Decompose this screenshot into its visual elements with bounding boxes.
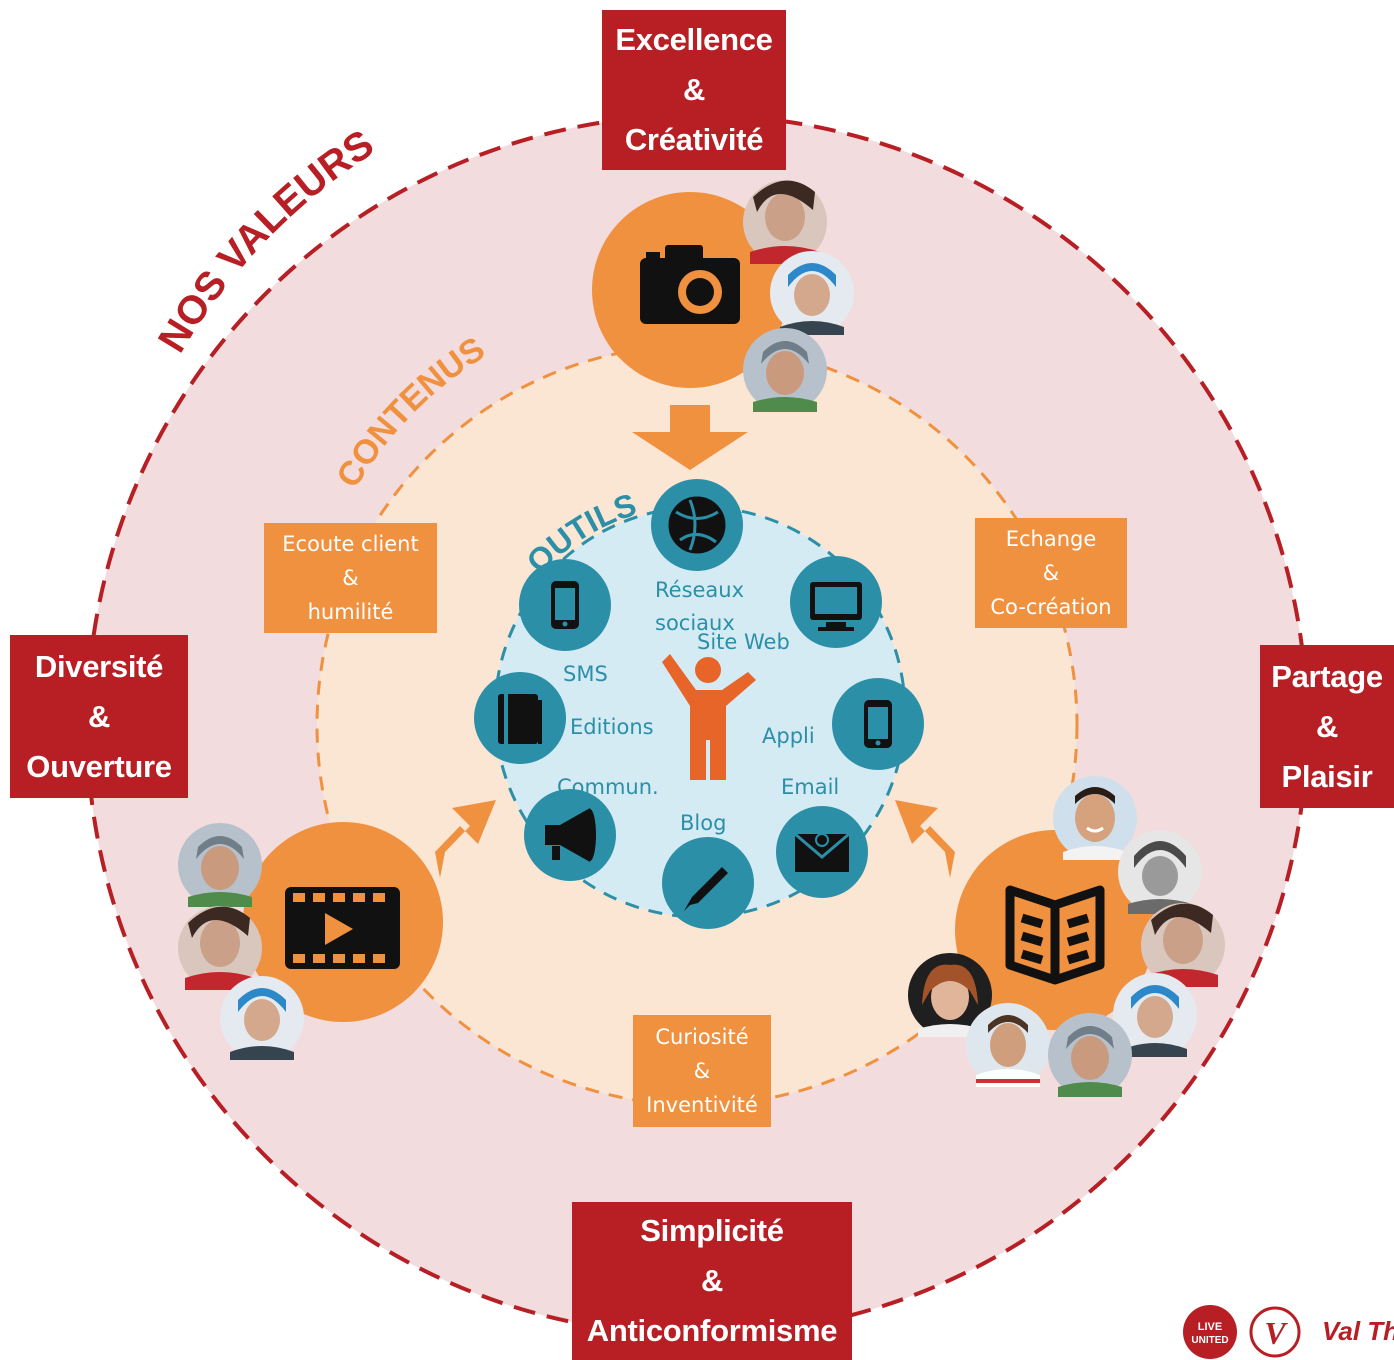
book-icon bbox=[498, 694, 542, 744]
content-right-box: Echange & Co-création bbox=[975, 518, 1127, 628]
logo-letter: V bbox=[1264, 1315, 1288, 1351]
globe-icon bbox=[668, 496, 726, 554]
content-left-line3: humilité bbox=[307, 600, 394, 624]
brand-logo: LIVE UNITED V bbox=[1183, 1305, 1301, 1359]
blog-tool bbox=[662, 837, 754, 929]
value-top-line1: Excellence bbox=[615, 22, 773, 57]
person-icon bbox=[662, 654, 756, 780]
avatar bbox=[743, 328, 827, 412]
camera-node bbox=[592, 192, 788, 388]
value-bottom-line3: Anticonformisme bbox=[586, 1313, 838, 1348]
arrow-upright-icon bbox=[435, 800, 496, 878]
value-top-line2: & bbox=[682, 72, 706, 107]
arrow-down-icon bbox=[632, 405, 748, 470]
sms-tool bbox=[519, 559, 611, 651]
appli-tool bbox=[832, 678, 924, 770]
content-left-box: Ecoute client & humilité bbox=[264, 523, 437, 633]
value-left-line2: & bbox=[87, 698, 111, 734]
badge-line2: UNITED bbox=[1191, 1335, 1228, 1346]
badge-line1: LIVE bbox=[1198, 1321, 1222, 1333]
content-left-line2: & bbox=[342, 566, 359, 590]
arrow-upleft-icon bbox=[895, 800, 955, 878]
content-right-line3: Co-création bbox=[990, 595, 1112, 619]
smartphone-icon bbox=[864, 700, 892, 748]
label-commun: Commun. bbox=[557, 775, 659, 799]
label-sms: SMS bbox=[563, 662, 608, 686]
pencil-icon bbox=[684, 867, 728, 911]
content-bottom-line3: Inventivité bbox=[646, 1093, 758, 1117]
content-bottom-box: Curiosité & Inventivité bbox=[633, 1015, 771, 1127]
value-right-line1: Partage bbox=[1271, 658, 1383, 694]
video-node bbox=[243, 822, 443, 1022]
open-book-icon bbox=[1005, 885, 1105, 985]
monitor-tool bbox=[790, 556, 882, 648]
label-appli: Appli bbox=[762, 724, 815, 748]
value-right-line3: Plaisir bbox=[1281, 758, 1373, 794]
avatar bbox=[1113, 973, 1197, 1057]
value-bottom-box: Simplicité & Anticonformisme bbox=[572, 1202, 852, 1360]
value-top-line3: Créativité bbox=[624, 122, 764, 157]
video-icon bbox=[285, 887, 400, 969]
content-left-line1: Ecoute client bbox=[282, 532, 419, 556]
avatar bbox=[1141, 903, 1225, 987]
label-editions: Editions bbox=[570, 715, 654, 739]
avatar bbox=[1118, 830, 1202, 914]
avatar bbox=[1053, 776, 1137, 860]
avatar bbox=[770, 251, 854, 335]
live-united-badge bbox=[1183, 1305, 1237, 1359]
email-tool bbox=[776, 806, 868, 898]
value-right-box: Partage & Plaisir bbox=[1260, 645, 1394, 808]
avatar bbox=[1048, 1013, 1132, 1097]
label-reseaux-line1: Réseaux bbox=[655, 578, 745, 602]
camera-icon bbox=[640, 245, 740, 324]
content-right-line2: & bbox=[1042, 561, 1060, 585]
value-bottom-line2: & bbox=[700, 1263, 724, 1298]
brand-name: Val Th bbox=[1322, 1316, 1394, 1346]
avatar bbox=[178, 823, 262, 907]
value-left-line3: Ouverture bbox=[26, 748, 172, 784]
avatar bbox=[966, 1003, 1050, 1087]
megaphone-icon bbox=[545, 808, 596, 862]
avatar bbox=[908, 953, 992, 1037]
commun-tool bbox=[524, 789, 616, 881]
label-blog: Blog bbox=[680, 811, 727, 835]
value-bottom-line1: Simplicité bbox=[640, 1213, 784, 1248]
label-site-web: Site Web bbox=[697, 630, 790, 654]
editions-tool bbox=[474, 672, 566, 764]
label-reseaux-sociaux: Réseaux sociaux bbox=[655, 574, 744, 640]
content-right-line1: Echange bbox=[1005, 527, 1097, 551]
monitor-icon bbox=[810, 582, 862, 631]
book-node bbox=[955, 830, 1155, 1030]
avatar bbox=[220, 976, 304, 1060]
value-left-box: Diversité & Ouverture bbox=[10, 635, 188, 798]
avatar bbox=[178, 906, 262, 990]
value-right-line2: & bbox=[1315, 708, 1339, 744]
value-top-box: Excellence & Créativité bbox=[602, 10, 786, 170]
label-reseaux-line2: sociaux bbox=[655, 611, 735, 635]
globe-tool bbox=[651, 479, 743, 571]
label-email: Email bbox=[781, 775, 840, 799]
smartphone-icon bbox=[551, 581, 579, 629]
content-bottom-line1: Curiosité bbox=[655, 1025, 749, 1049]
value-left-line1: Diversité bbox=[34, 648, 164, 684]
content-bottom-line2: & bbox=[693, 1059, 711, 1083]
v-logo-icon bbox=[1249, 1306, 1301, 1358]
envelope-icon bbox=[794, 832, 850, 872]
